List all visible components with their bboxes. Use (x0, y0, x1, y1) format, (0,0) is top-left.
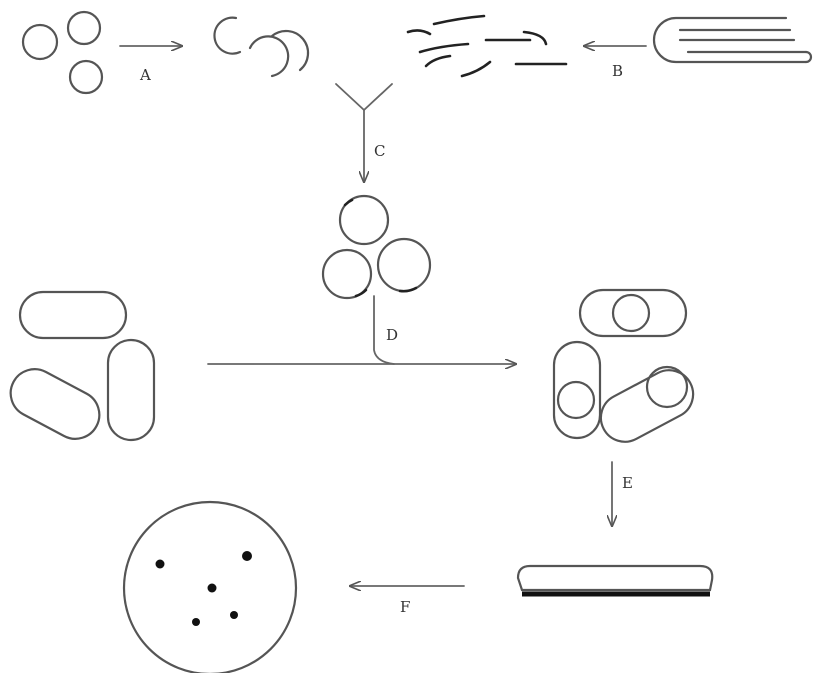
label-f: F (400, 598, 410, 616)
arrow-e: E (612, 461, 633, 526)
intact-plasmids (21, 10, 104, 95)
arrow-d: D (207, 295, 516, 364)
dna-fragments (406, 14, 568, 78)
label-c: C (374, 142, 385, 160)
culture-dish (516, 564, 714, 597)
recombinant-plasmids (321, 194, 432, 300)
transformed-bacteria (552, 288, 695, 443)
arrow-f: F (350, 586, 465, 616)
source-dna (652, 16, 813, 64)
colony (207, 583, 217, 593)
label-b: B (612, 62, 623, 80)
colony (155, 559, 165, 569)
colony (242, 551, 252, 561)
label-e: E (622, 474, 633, 492)
label-d: D (386, 326, 398, 344)
host-bacteria (9, 290, 156, 442)
cut-plasmids (213, 16, 310, 78)
arrow-a: A (119, 46, 182, 84)
arrow-c: C (335, 83, 393, 182)
label-a: A (139, 66, 151, 84)
colony (230, 611, 238, 619)
arrow-b: B (584, 46, 647, 80)
petri-dish (122, 500, 298, 673)
colony (192, 618, 200, 626)
